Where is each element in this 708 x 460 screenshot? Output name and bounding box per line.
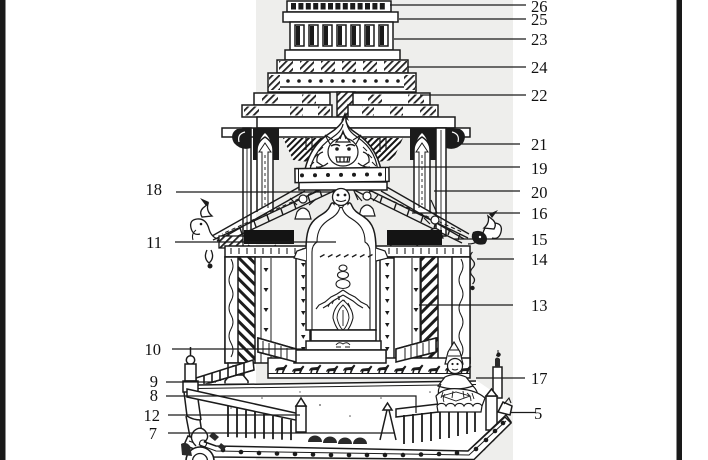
svg-text:21: 21 (531, 135, 548, 154)
svg-text:7: 7 (149, 424, 157, 443)
svg-text:20: 20 (531, 183, 548, 202)
svg-text:15: 15 (531, 230, 548, 249)
svg-text:24: 24 (531, 58, 548, 77)
svg-text:19: 19 (531, 159, 548, 178)
svg-text:13: 13 (531, 296, 548, 315)
svg-text:22: 22 (531, 86, 548, 105)
svg-text:25: 25 (531, 10, 548, 29)
svg-text:12: 12 (144, 406, 161, 425)
svg-text:11: 11 (146, 233, 162, 252)
svg-text:18: 18 (146, 180, 163, 199)
svg-text:9: 9 (150, 372, 158, 391)
svg-text:16: 16 (531, 204, 548, 223)
svg-text:26: 26 (531, 0, 548, 16)
svg-text:10: 10 (145, 340, 162, 359)
svg-text:8: 8 (150, 386, 158, 405)
svg-text:17: 17 (531, 369, 548, 388)
svg-text:14: 14 (531, 250, 548, 269)
svg-text:23: 23 (531, 30, 548, 49)
svg-text:5: 5 (534, 404, 542, 423)
